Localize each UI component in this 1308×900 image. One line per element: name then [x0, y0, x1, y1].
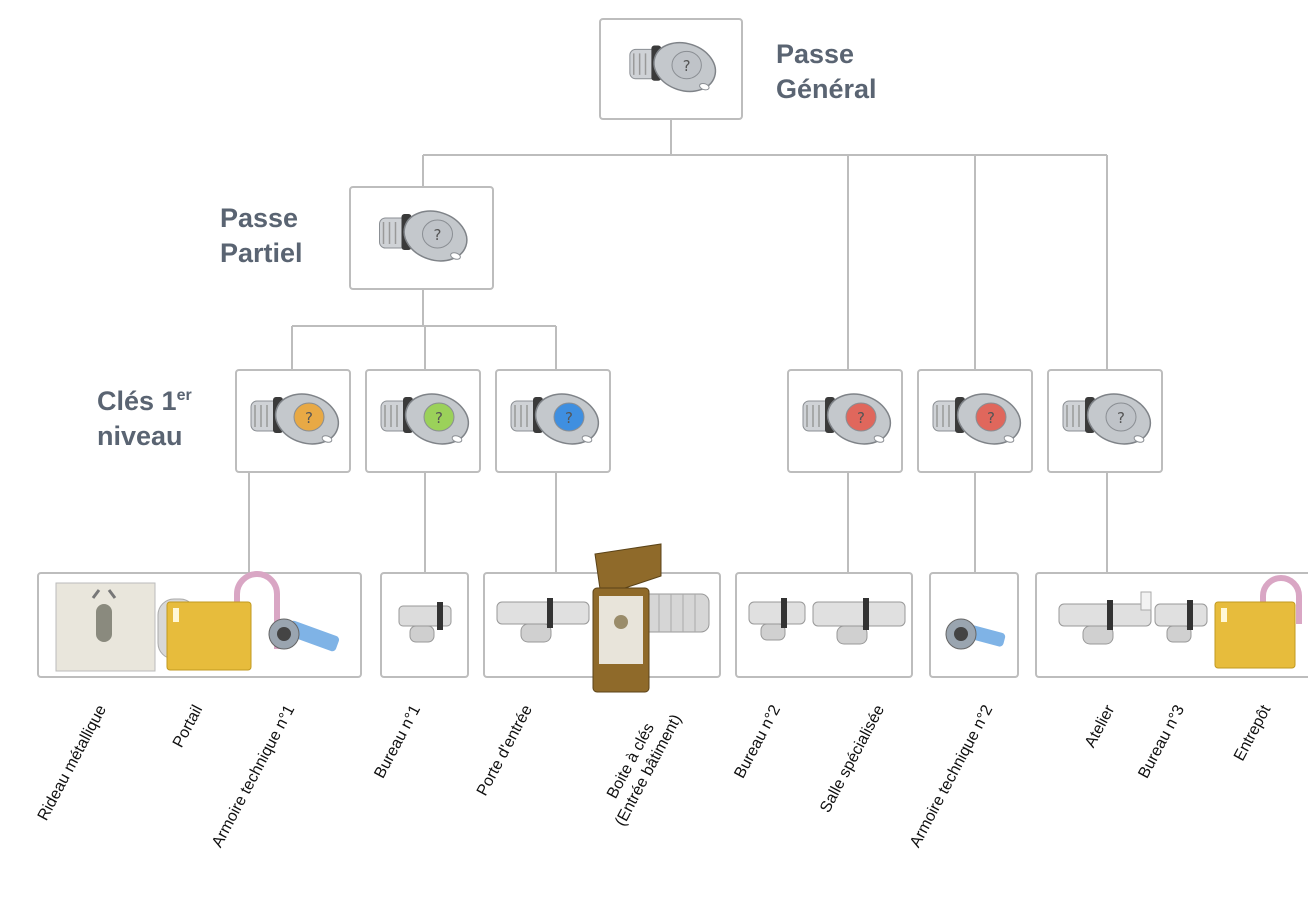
lock-group-box	[380, 572, 469, 678]
euro-cylinder-icon	[398, 602, 452, 643]
svg-text:?: ?	[987, 409, 995, 427]
svg-text:?: ?	[305, 409, 313, 427]
key-fob-red-icon: ?	[802, 393, 892, 445]
svg-text:?: ?	[1117, 409, 1125, 427]
svg-text:?: ?	[683, 58, 691, 75]
partial-pass-label: Passe Partiel	[220, 203, 303, 268]
key-fob-red-icon: ?	[932, 393, 1022, 445]
lock-group-box	[929, 572, 1019, 678]
first-level-key-box: ?	[1047, 369, 1163, 473]
first-level-key-box: ?	[787, 369, 903, 473]
general-pass-label: Passe Général	[776, 39, 877, 104]
key-fob-grey-icon: ?	[1062, 393, 1152, 445]
svg-text:?: ?	[857, 409, 865, 427]
first-level-key-box: ?	[495, 369, 611, 473]
svg-text:?: ?	[565, 409, 573, 427]
lock-group-box	[735, 572, 913, 678]
key-fob-blue-icon: ?	[510, 393, 600, 445]
key-box-icon	[592, 543, 710, 693]
euro-cylinder-icon	[1058, 591, 1152, 645]
first-level-key-box: ?	[365, 369, 481, 473]
lock-group-box	[1035, 572, 1308, 678]
general-key-box: ?	[599, 18, 743, 120]
first-level-keys-label: Clés 1er niveau	[97, 386, 192, 451]
euro-cylinder-icon	[496, 598, 590, 643]
first-level-key-box: ?	[235, 369, 351, 473]
key-fob-icon: ?	[379, 210, 468, 262]
key-fob-green-icon: ?	[380, 393, 470, 445]
cam-lock-icon	[268, 618, 340, 652]
key-fob-icon: ?	[629, 41, 717, 93]
lock-group-images	[748, 598, 906, 645]
partial-key-box: ?	[349, 186, 494, 290]
euro-cylinder-icon	[748, 598, 806, 641]
key-fob-orange-icon: ?	[250, 393, 340, 445]
first-level-key-box: ?	[917, 369, 1033, 473]
padlock-icon	[1214, 575, 1302, 669]
lock-group-images	[496, 543, 710, 693]
padlock-icon	[166, 571, 280, 671]
lock-group-images	[1058, 575, 1302, 669]
lock-group-box	[37, 571, 362, 678]
lock-group-images	[55, 571, 340, 672]
euro-cylinder-icon	[812, 598, 906, 645]
cam-lock-icon	[945, 618, 1006, 650]
euro-cylinder-icon	[1154, 600, 1208, 643]
svg-text:?: ?	[435, 409, 443, 427]
lock-group-box	[483, 543, 721, 693]
svg-text:?: ?	[434, 226, 442, 244]
